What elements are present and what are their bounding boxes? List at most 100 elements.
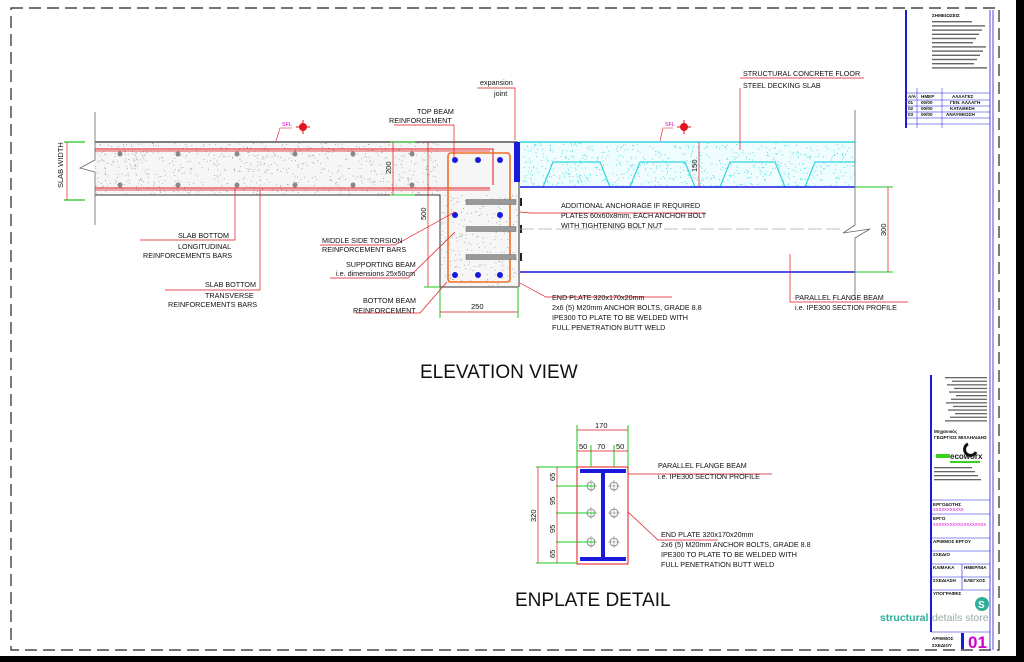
elevation-view-title: ELEVATION VIEW bbox=[420, 362, 578, 383]
rebar-dot bbox=[475, 157, 481, 163]
svg-text:PARALLEL FLANGE BEAM: PARALLEL FLANGE BEAM bbox=[795, 293, 884, 302]
deck-stipple bbox=[523, 143, 855, 187]
svg-text:LONGITUDINAL: LONGITUDINAL bbox=[178, 242, 231, 251]
rebar-dot bbox=[292, 151, 298, 157]
callout-slab-bottom-transverse: SLAB BOTTOM TRANSVERSE REINFORCEMENTS BA… bbox=[168, 280, 257, 309]
beam-stirrup bbox=[447, 152, 511, 283]
svg-text:REINFORCEMENT BARS: REINFORCEMENT BARS bbox=[322, 245, 406, 254]
rev-header: ΗΜΕΡ bbox=[921, 94, 934, 99]
rebar-dot bbox=[409, 182, 415, 188]
slab-rebar-dots bbox=[117, 151, 415, 188]
dim-95: 95 bbox=[548, 497, 557, 505]
rebar-dot bbox=[350, 182, 356, 188]
svg-text:IPE300 TO PLATE TO BE WELDED W: IPE300 TO PLATE TO BE WELDED WITH bbox=[552, 313, 688, 322]
callout-slab-bottom-longitudinal: SLAB BOTTOM LONGITUDINAL REINFORCEMENTS … bbox=[143, 231, 232, 260]
svg-text:IPE300 TO PLATE TO BE WELDED W: IPE300 TO PLATE TO BE WELDED WITH bbox=[661, 550, 797, 559]
endplate-detail: 170 50 70 50 320 65 95 95 65 PARALLEL FL… bbox=[515, 421, 811, 611]
callout-end-plate: END PLATE 320x170x20mm 2x6 (5) M20mm ANC… bbox=[661, 530, 811, 569]
rebar-dot bbox=[117, 182, 123, 188]
svg-text:PLATES 60x60x8mm, EACH ANCHOR: PLATES 60x60x8mm, EACH ANCHOR BOLT bbox=[561, 211, 707, 220]
svg-text:REINFORCEMENTS BARS: REINFORCEMENTS BARS bbox=[168, 300, 257, 309]
svg-text:2x6 (5) M20mm ANCHOR BOLTS, GR: 2x6 (5) M20mm ANCHOR BOLTS, GRADE 8.8 bbox=[552, 303, 702, 312]
callout-supporting-beam: SUPPORTING BEAM i.e. dimensions 25x50cm bbox=[336, 260, 416, 278]
dim-170: 170 bbox=[595, 421, 608, 430]
ecoworx-logo: ecoworx bbox=[936, 442, 983, 463]
supporting-beam bbox=[440, 142, 518, 287]
svg-text:joint: joint bbox=[493, 89, 507, 98]
rebar-dot bbox=[497, 272, 503, 278]
engineer-label: Μηχανικός bbox=[934, 429, 958, 435]
svg-text:ΚΑΤΑΘΕΣΗ: ΚΑΤΑΘΕΣΗ bbox=[950, 106, 975, 111]
svg-text:ΧΧΧΧΧΧΧΧΧΧΧ: ΧΧΧΧΧΧΧΧΧΧΧ bbox=[933, 507, 964, 512]
svg-text:SLAB BOTTOM: SLAB BOTTOM bbox=[178, 231, 229, 240]
svg-text:STRUCTURAL CONCRETE FLOOR: STRUCTURAL CONCRETE FLOOR bbox=[743, 69, 860, 78]
svg-text:SUPPORTING BEAM: SUPPORTING BEAM bbox=[346, 260, 416, 269]
svg-text:00/00: 00/00 bbox=[921, 112, 933, 117]
sfl-marker: SFL bbox=[275, 120, 310, 142]
rebar-dot bbox=[350, 151, 356, 157]
anchor-bolt bbox=[465, 226, 517, 232]
engineer-name: ΓΕΩΡΓΙΟΣ ΜΙΧΑΗΛΙΔΗΣ bbox=[934, 435, 987, 440]
callout-top-beam: TOP BEAM REINFORCEMENT bbox=[389, 107, 454, 125]
address-text bbox=[945, 377, 987, 422]
callout-end-plate: END PLATE 320x170x20mm 2x6 (5) M20mm ANC… bbox=[552, 293, 702, 332]
anchor-bolt bbox=[465, 199, 517, 205]
dim-65: 65 bbox=[548, 550, 557, 558]
rebar-dot bbox=[452, 157, 458, 163]
svg-text:00/00: 00/00 bbox=[921, 106, 933, 111]
svg-text:BOTTOM BEAM: BOTTOM BEAM bbox=[363, 296, 416, 305]
svg-text:REINFORCEMENTS BARS: REINFORCEMENTS BARS bbox=[143, 251, 232, 260]
callout-expansion-joint: expansion joint bbox=[480, 78, 513, 98]
rebar-dot bbox=[234, 182, 240, 188]
svg-text:ADDITIONAL ANCHORAGE IF REQUIR: ADDITIONAL ANCHORAGE IF REQUIRED bbox=[561, 201, 700, 210]
scale-label: ΚΛΙΜΑΚΑ bbox=[933, 565, 955, 570]
svg-text:S: S bbox=[978, 600, 985, 611]
date-label: ΗΜΕΡ/ΝΙΑ bbox=[964, 565, 987, 570]
dimension-slab-width bbox=[64, 141, 85, 201]
svg-text:SFL: SFL bbox=[282, 122, 292, 128]
sheet-number-label: ΣΧΕΔΙΟΥ bbox=[932, 643, 952, 648]
ipe-flange bbox=[580, 557, 626, 561]
notes-text bbox=[932, 21, 987, 69]
rebar-dot bbox=[175, 151, 181, 157]
svg-text:WITH TIGHTENING BOLT NUT: WITH TIGHTENING BOLT NUT bbox=[561, 221, 663, 230]
svg-text:ΓΕΝ. ΑΛΛΑΓΗ: ΓΕΝ. ΑΛΛΑΓΗ bbox=[950, 100, 981, 105]
drawing-label: ΣΧΕΔΙΟ bbox=[933, 552, 950, 557]
drawn-label: ΣΧΕΔΙΑΣΗ bbox=[933, 578, 957, 583]
svg-text:01: 01 bbox=[908, 100, 914, 105]
rev-header: ΑΛΛΑΓΕΣ bbox=[952, 94, 974, 99]
beam-rebar bbox=[452, 157, 503, 278]
structural-details-store-logo: S structural details store bbox=[880, 597, 989, 624]
svg-text:END PLATE 320x170x20mm: END PLATE 320x170x20mm bbox=[552, 293, 645, 302]
project-label: ΕΡΓΟ bbox=[933, 516, 946, 521]
callout-concrete-floor: STRUCTURAL CONCRETE FLOOR STEEL DECKING … bbox=[743, 69, 860, 90]
anchor-bolt bbox=[465, 254, 517, 260]
dim-200: 200 bbox=[384, 161, 393, 174]
leader-lines bbox=[140, 77, 908, 314]
dim-50: 50 bbox=[616, 442, 624, 451]
svg-text:STEEL DECKING SLAB: STEEL DECKING SLAB bbox=[743, 81, 821, 90]
anchor-bolts bbox=[465, 198, 522, 261]
checked-label: ΕΛΕΓΧΟΣ bbox=[964, 578, 986, 583]
svg-text:details store: details store bbox=[932, 612, 989, 624]
svg-text:REINFORCEMENT: REINFORCEMENT bbox=[353, 306, 416, 315]
svg-text:SFL: SFL bbox=[665, 122, 675, 128]
svg-text:TOP BEAM: TOP BEAM bbox=[417, 107, 454, 116]
callout-torsion-bars: MIDDLE SIDE TORSION REINFORCEMENT BARS bbox=[322, 236, 406, 254]
revision-row: 01 00/00 ΓΕΝ. ΑΛΛΑΓΗ bbox=[908, 100, 981, 105]
dim-320: 320 bbox=[529, 509, 538, 522]
svg-text:i.e. dimensions 25x50cm: i.e. dimensions 25x50cm bbox=[336, 269, 415, 278]
svg-text:2x6 (5) M20mm ANCHOR BOLTS, GR: 2x6 (5) M20mm ANCHOR BOLTS, GRADE 8.8 bbox=[661, 540, 811, 549]
rebar-dot bbox=[497, 212, 503, 218]
signatures-label: ΥΠΟΓΡΑΦΕΣ bbox=[933, 591, 961, 596]
expansion-joint bbox=[514, 142, 520, 182]
svg-text:MIDDLE SIDE TORSION: MIDDLE SIDE TORSION bbox=[322, 236, 402, 245]
svg-text:00/00: 00/00 bbox=[921, 100, 933, 105]
svg-text:ΧΧΧΧΧΧΧΧΧΧΧΧΧΧΧΧΧΧΧ: ΧΧΧΧΧΧΧΧΧΧΧΧΧΧΧΧΧΧΧ bbox=[933, 522, 986, 527]
callout-additional-anchorage: ADDITIONAL ANCHORAGE IF REQUIRED PLATES … bbox=[561, 201, 707, 230]
svg-text:ΑΝΑΥΘΕΩΣΗ: ΑΝΑΥΘΕΩΣΗ bbox=[946, 112, 976, 117]
dim-70: 70 bbox=[597, 442, 605, 451]
rebar-dot bbox=[452, 212, 458, 218]
